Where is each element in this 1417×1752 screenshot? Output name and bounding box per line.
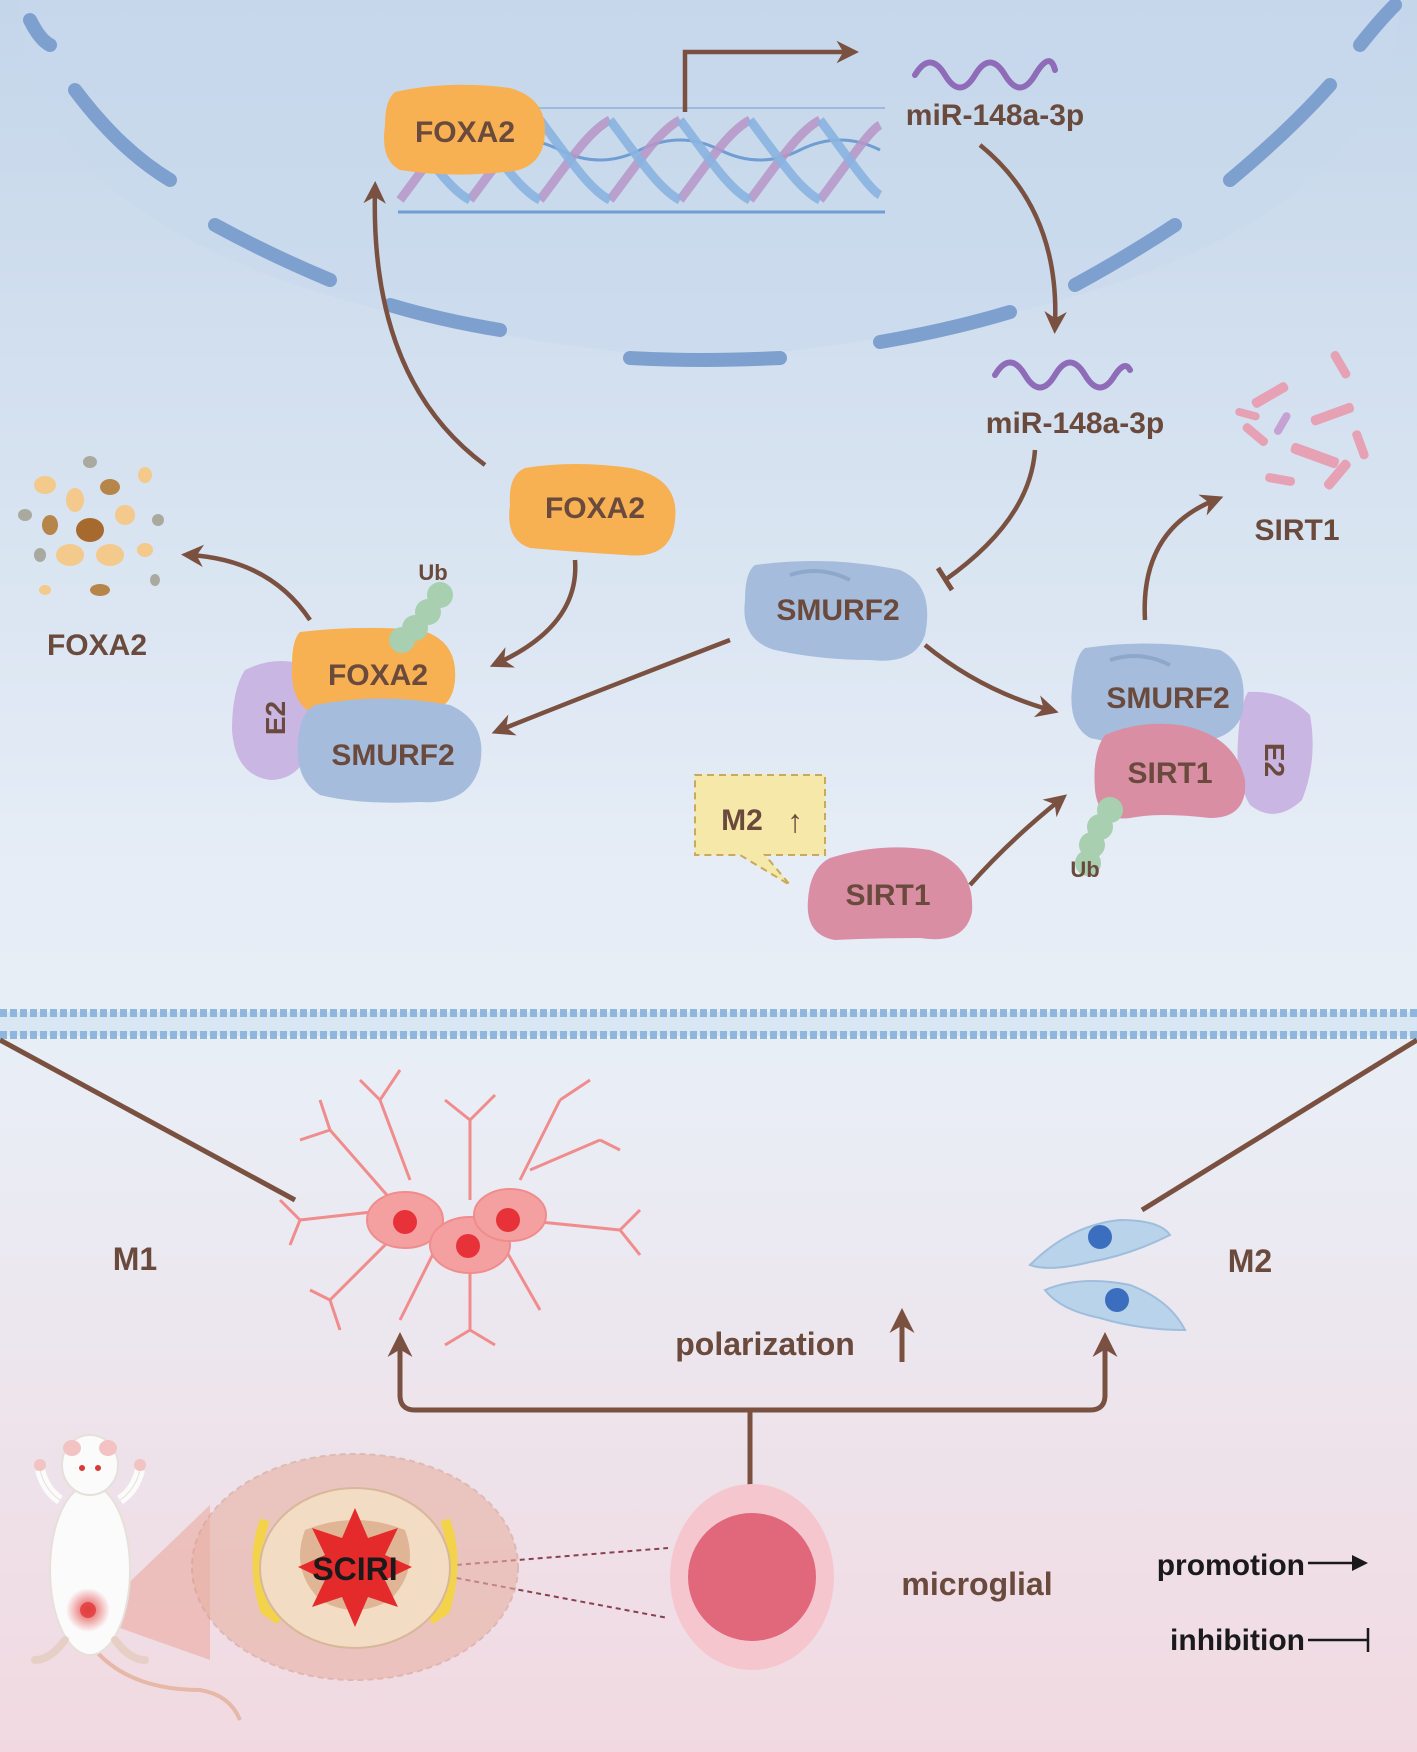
smurf2-to-left-complex-arrow xyxy=(491,637,731,736)
m2-callout: M2 ↑ xyxy=(694,774,826,886)
complex-left-e2-label: E2 xyxy=(260,701,291,735)
mirna-nucleus-label: miR-148a-3p xyxy=(906,99,1084,132)
sirt1-degradation-arrow xyxy=(1142,494,1224,621)
foxa2-nuclear-import-arrow xyxy=(363,181,487,467)
complex-left-smurf2-label: SMURF2 xyxy=(331,739,454,772)
foxa2-binding-arrow xyxy=(489,559,578,668)
m2-callout-up-arrow: ↑ xyxy=(787,803,803,839)
sirt1-free-label: SIRT1 xyxy=(845,879,930,912)
mirna-cytoplasm-label: miR-148a-3p xyxy=(986,407,1164,440)
legend: promotion inhibition xyxy=(1157,1549,1370,1657)
complex-right-sirt1-label: SIRT1 xyxy=(1127,757,1212,790)
legend-inhibition-label: inhibition xyxy=(1170,1624,1305,1657)
foxa2-dna-label: FOXA2 xyxy=(415,116,515,149)
smurf2-free: SMURF2 xyxy=(744,561,928,661)
mirna-cytoplasm: miR-148a-3p xyxy=(986,359,1164,440)
polarization-label: polarization xyxy=(675,1326,855,1362)
complex-right-smurf2-label: SMURF2 xyxy=(1106,682,1229,715)
m2-label: M2 xyxy=(1228,1243,1272,1279)
funnel-right-line xyxy=(1140,1037,1417,1213)
funnel-left-line xyxy=(0,1037,297,1203)
complex-right-ub-label: Ub xyxy=(1070,857,1099,882)
complex-left-ub-chain xyxy=(389,582,453,653)
sirt1-degraded-label: SIRT1 xyxy=(1254,514,1339,547)
legend-inhibition-bar xyxy=(1308,1628,1370,1652)
microglial-label: microglial xyxy=(901,1566,1052,1602)
polarization-branch-arrows xyxy=(387,1332,1118,1490)
mirna-export-arrow xyxy=(978,143,1067,334)
sirt1-degraded: SIRT1 xyxy=(1235,350,1369,547)
transcription-arrow xyxy=(682,40,859,112)
spinal-cord-zoom: SCIRI xyxy=(92,1453,519,1681)
complex-right-e2-label: E2 xyxy=(1259,743,1290,777)
rat-icon xyxy=(31,1434,242,1721)
sciri-label: SCIRI xyxy=(312,1551,397,1587)
foxa2-degradation-arrow xyxy=(181,544,312,622)
m2-callout-label: M2 xyxy=(721,804,763,837)
foxa2-free-label: FOXA2 xyxy=(545,492,645,525)
complex-right: SMURF2 SIRT1 E2 Ub xyxy=(1070,643,1313,882)
m1-microglia-cells xyxy=(278,1069,642,1347)
complex-left-ub-label: Ub xyxy=(418,560,447,585)
nucleus xyxy=(20,0,1402,367)
sirt1-binding-arrow xyxy=(968,794,1068,887)
microglial-cell xyxy=(670,1484,834,1670)
smurf2-to-right-complex-arrow xyxy=(923,643,1059,718)
cell-membrane xyxy=(0,1009,1417,1039)
mirna-inhibits-smurf2 xyxy=(935,449,1038,592)
foxa2-on-dna: FOXA2 xyxy=(384,84,545,175)
foxa2-degraded-label: FOXA2 xyxy=(47,629,147,662)
sirt1-free: SIRT1 xyxy=(807,847,973,940)
complex-left-foxa2-label: FOXA2 xyxy=(328,659,428,692)
foxa2-free: FOXA2 xyxy=(509,464,676,556)
complex-right-ub-chain xyxy=(1075,797,1123,876)
complex-left: E2 FOXA2 Ub SMURF2 xyxy=(232,560,482,803)
m2-microglia-cells xyxy=(1028,1218,1187,1332)
m1-label: M1 xyxy=(113,1241,157,1277)
mirna-nucleus: miR-148a-3p xyxy=(906,58,1084,132)
foxa2-degraded: FOXA2 xyxy=(18,456,164,662)
smurf2-free-label: SMURF2 xyxy=(776,594,899,627)
legend-promotion-label: promotion xyxy=(1157,1549,1305,1582)
